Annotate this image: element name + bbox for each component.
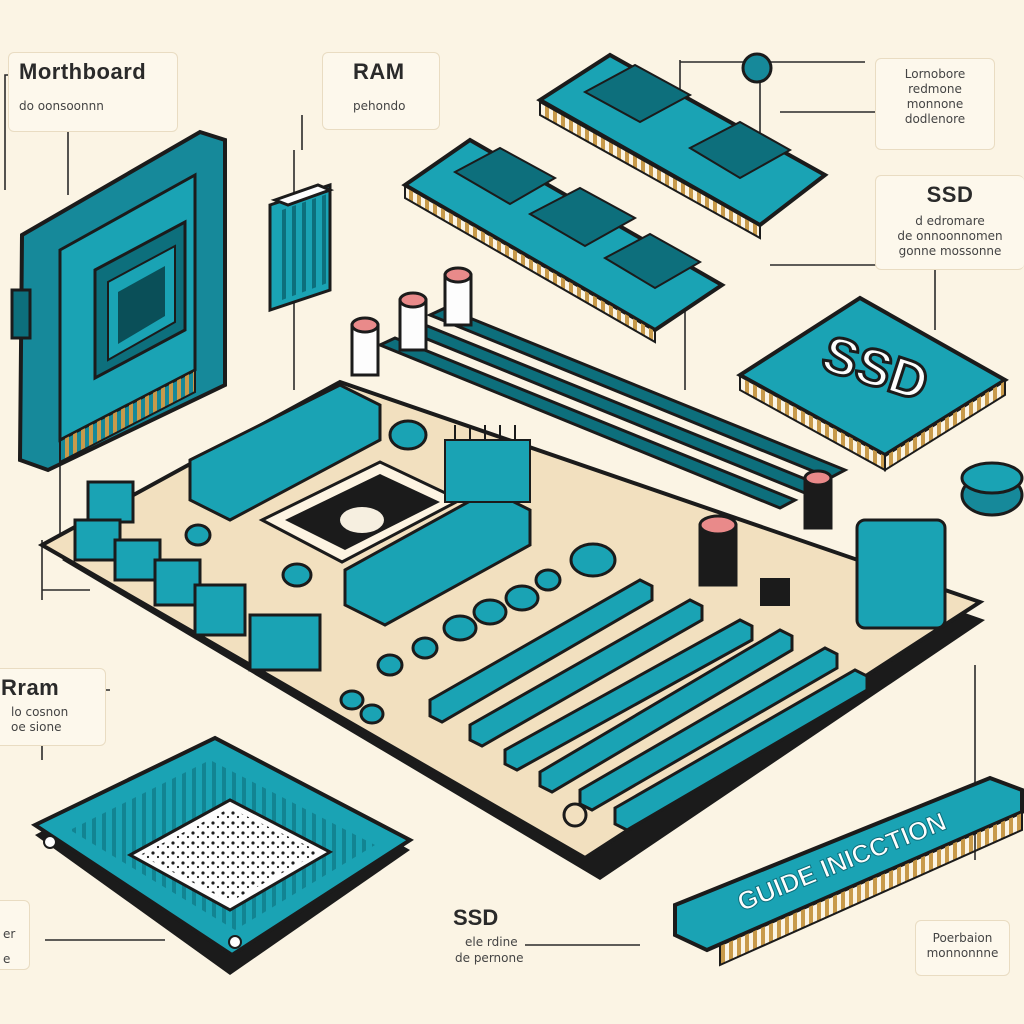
ssd-right-line-1: d edromare xyxy=(915,214,985,229)
bottom-right-line-2: monnonnne xyxy=(926,946,999,960)
ram-top-desc: pehondo xyxy=(353,99,406,114)
rram-left-line-2: oe sione xyxy=(11,720,62,735)
usb-module-illustration xyxy=(268,182,335,313)
motherboard-callout: Morthboard do oonsoonnn xyxy=(8,52,178,132)
small-cap-illustration xyxy=(960,461,1024,517)
ram-stick-middle xyxy=(401,137,726,344)
rram-left-line-1: lo cosnon xyxy=(11,705,69,720)
ssd-bottom-line-2: de pernone xyxy=(455,950,524,965)
top-right-line-3: monnone xyxy=(906,97,964,111)
ssd-bottom-line-1: ele rdine xyxy=(465,935,518,949)
ram-top-title: RAM xyxy=(353,59,405,84)
graphics-card-illustration xyxy=(10,129,227,473)
motherboard-illustration xyxy=(37,266,985,880)
processor-illustration xyxy=(30,735,414,975)
motherboard-desc: do oonsoonnn xyxy=(19,99,104,114)
top-right-callout: Lornobore redmone monnone dodlenore xyxy=(875,58,995,150)
bottom-left-line-1: er xyxy=(3,927,16,941)
ssd-module-illustration: SSD xyxy=(736,295,1009,472)
motherboard-title: Morthboard xyxy=(19,59,147,84)
top-right-line-1: Lornobore xyxy=(904,67,966,81)
ssd-right-callout: SSD d edromare de onnoonnomen gonne moss… xyxy=(875,175,1024,270)
rram-left-callout: Rram lo cosnon oe sione xyxy=(0,668,106,746)
top-right-line-2: redmone xyxy=(908,82,962,96)
top-right-line-4: dodlenore xyxy=(904,112,966,126)
bottom-left-callout: er e xyxy=(0,900,30,970)
ssd-right-line-2: de onnoonnomen xyxy=(897,229,1003,244)
rram-left-title: Rram xyxy=(1,675,60,700)
bottom-left-line-2: e xyxy=(3,952,11,966)
ram-top-callout: RAM pehondo xyxy=(322,52,440,130)
bottom-right-callout: Poerbaion monnonnne xyxy=(915,920,1010,976)
bottom-right-line-1: Poerbaion xyxy=(932,931,993,945)
ssd-right-title: SSD xyxy=(926,182,974,207)
ssd-bottom-label: SSD ele rdine de pernone xyxy=(445,905,565,966)
ssd-bottom-title: SSD xyxy=(453,905,499,930)
ram-stick-top xyxy=(536,52,829,240)
ssd-right-line-3: gonne mossonne xyxy=(898,244,1002,259)
